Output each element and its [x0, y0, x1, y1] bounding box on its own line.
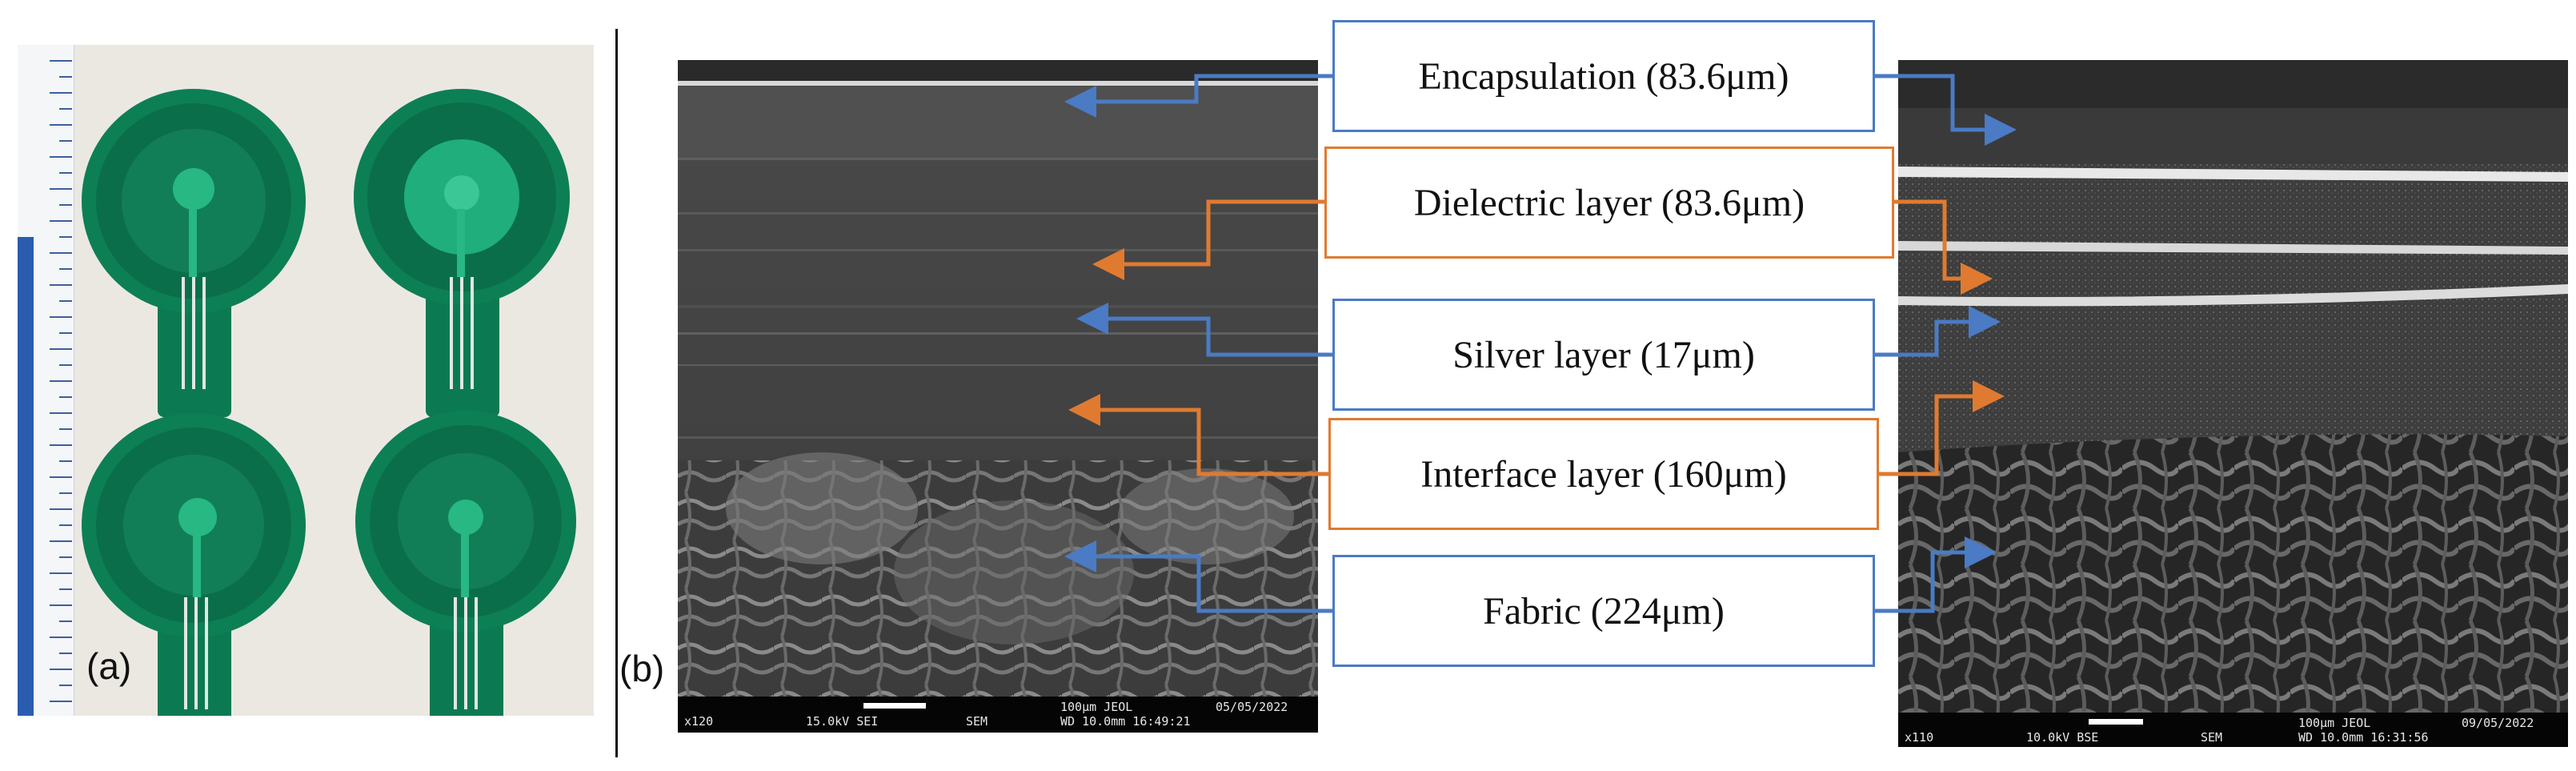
sensor-photo-graphic [18, 45, 594, 716]
arrow-encapsulation-left [1064, 74, 1332, 118]
sem-right-graphic [1898, 60, 2568, 747]
sensor-bottom-left [82, 413, 306, 716]
ruler-ticks [18, 45, 74, 716]
sem-right-scale: 100μm JEOL [2298, 716, 2371, 730]
sem-right-date: 09/05/2022 [2462, 716, 2534, 730]
arrow-interface-right [1879, 380, 2005, 476]
label-silver-layer: Silver layer (17μm) [1332, 299, 1875, 411]
arrow-silver-right [1875, 306, 2001, 357]
label-dielectric-layer: Dielectric layer (83.6μm) [1324, 147, 1894, 259]
arrow-encapsulation-right [1875, 74, 2017, 146]
sem-left-mag: x120 [684, 714, 714, 729]
sem-left-wd: WD 10.0mm 16:49:21 [1060, 714, 1191, 729]
sensor-top-right [354, 89, 570, 417]
sensor-photo [18, 45, 594, 716]
sem-right-scalebar [2089, 719, 2143, 725]
sem-right-wd: WD 10.0mm 16:31:56 [2298, 730, 2429, 745]
arrow-fabric-right [1875, 536, 1997, 613]
sem-left-scale: 100μm JEOL [1060, 700, 1133, 714]
sensor-bottom-right [355, 411, 576, 716]
sem-right-voltage: 10.0kV BSE [2026, 730, 2099, 745]
sensor-top-left [82, 89, 306, 417]
panel-b-letter: (b) [619, 648, 665, 689]
arrow-dielectric-right [1894, 199, 1993, 295]
sem-image-right: x110 10.0kV BSE SEM 100μm JEOL 09/05/202… [1898, 60, 2568, 747]
sem-right-mode: SEM [2201, 730, 2223, 745]
label-interface-layer: Interface layer (160μm) [1328, 418, 1879, 530]
panel-a-letter: (a) [86, 645, 132, 687]
sem-right-footer: x110 10.0kV BSE SEM 100μm JEOL 09/05/202… [1898, 713, 2568, 747]
sem-left-footer: x120 15.0kV SEI SEM 100μm JEOL 05/05/202… [678, 697, 1318, 733]
panel-separator [615, 29, 618, 757]
ruler [18, 45, 74, 716]
arrow-dielectric-left [1092, 199, 1324, 280]
label-encapsulation: Encapsulation (83.6μm) [1332, 20, 1875, 132]
sem-left-scalebar [863, 703, 926, 709]
arrow-fabric-left [1064, 540, 1332, 613]
sem-left-voltage: 15.0kV SEI [806, 714, 879, 729]
sem-left-date: 05/05/2022 [1216, 700, 1288, 714]
sem-right-mag: x110 [1905, 730, 1934, 745]
arrow-silver-left [1076, 303, 1332, 357]
sem-left-mode: SEM [966, 714, 988, 729]
sem-image-left: x120 15.0kV SEI SEM 100μm JEOL 05/05/202… [678, 60, 1318, 733]
sem-left-graphic [678, 60, 1318, 733]
label-fabric: Fabric (224μm) [1332, 555, 1875, 667]
arrow-interface-left [1068, 394, 1328, 476]
